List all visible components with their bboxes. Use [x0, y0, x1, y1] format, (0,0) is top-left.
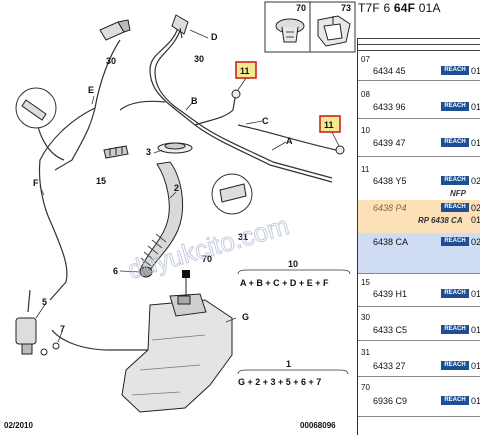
callout-C: C — [262, 116, 269, 126]
formula-group-1: 1 G + 2 + 3 + 5 + 6 + 7 — [237, 359, 349, 387]
clip-73-icon — [317, 15, 351, 47]
formula-1-text: G + 2 + 3 + 5 + 6 + 7 — [238, 377, 321, 387]
callout-B: B — [191, 96, 198, 106]
ref-number: 30 — [361, 313, 370, 322]
catalog-code-suffix: 01A — [415, 1, 441, 15]
callout-5: 5 — [42, 297, 47, 307]
catalog-code: T7F 6 64F 01A — [358, 1, 441, 15]
ref-qty: 01 — [471, 102, 480, 112]
callout-11-a-box: 11 — [235, 61, 257, 91]
clip-70-icon — [275, 18, 305, 43]
reach-badge: REACH — [441, 102, 469, 111]
ref-number: 15 — [361, 278, 370, 287]
callout-30-left: 30 — [106, 56, 116, 66]
ref-code[interactable]: 6439 H1 — [373, 289, 408, 299]
catalog-code-bold: 64F — [393, 1, 416, 15]
formula-10-text: A + B + C + D + E + F — [240, 278, 329, 288]
washer-reservoir — [121, 293, 233, 413]
reach-badge: REACH — [441, 138, 469, 147]
reach-badge: REACH — [441, 176, 469, 185]
callout-3: 3 — [146, 147, 151, 157]
callout-70: 70 — [202, 254, 212, 264]
catalog-code-prefix: T7F 6 — [358, 1, 394, 15]
ref-qty: 01 — [471, 361, 480, 371]
ref-qty: 01 — [471, 325, 480, 335]
callout-31: 31 — [238, 232, 248, 242]
ref-code[interactable]: 6434 45 — [373, 66, 406, 76]
reach-badge: REACH — [441, 66, 469, 75]
reach-badge: REACH — [441, 203, 469, 212]
ref-number: 31 — [361, 348, 370, 357]
nozzle-11-a — [231, 89, 241, 99]
leader-lines — [35, 29, 287, 343]
ref-qty: 02 — [471, 237, 480, 247]
inset-label-73: 73 — [341, 3, 351, 13]
callout-11-a: 11 — [240, 66, 250, 76]
exploded-diagram: 70 73 — [4, 1, 356, 430]
callout-15: 15 — [96, 176, 106, 186]
callout-G: G — [242, 312, 249, 322]
ref-qty: 02 — [471, 203, 480, 213]
callout-2: 2 — [174, 183, 179, 193]
square-marker-70 — [182, 270, 190, 296]
reach-badge: REACH — [441, 289, 469, 298]
callout-30-right: 30 — [194, 54, 204, 64]
ref-replacement-qty: 01 — [471, 215, 480, 225]
ref-row-superseded[interactable]: 6438 P4 REACH 02 RP 6438 CA 01 — [358, 200, 480, 233]
ref-code[interactable]: 6438 CA — [373, 237, 409, 247]
callout-6: 6 — [113, 266, 118, 276]
ref-number: 11 — [361, 165, 370, 174]
callout-D: D — [211, 32, 218, 42]
reach-badge: REACH — [441, 237, 469, 246]
ref-qty: 01 — [471, 138, 480, 148]
reach-badge: REACH — [441, 325, 469, 334]
nozzle-30-left — [99, 19, 131, 41]
ref-number: 10 — [361, 126, 370, 135]
ref-row-selected[interactable]: 6438 CA REACH 02 — [358, 233, 480, 273]
detail-circle-right — [211, 173, 253, 215]
parts-inset: 70 73 — [264, 1, 356, 53]
reach-badge: REACH — [441, 361, 469, 370]
footer-drawing-number: 00068096 — [300, 421, 336, 430]
callout-E: E — [88, 85, 94, 95]
ref-code[interactable]: 6439 47 — [373, 138, 406, 148]
callout-A: A — [286, 136, 293, 146]
ref-code[interactable]: 6433 96 — [373, 102, 406, 112]
connector-15 — [103, 145, 129, 159]
ref-qty: 02 — [471, 176, 480, 186]
clip-7 — [52, 342, 60, 350]
ref-number: 08 — [361, 90, 370, 99]
ref-note-nfp: NFP — [450, 189, 466, 198]
ref-number: 07 — [361, 55, 370, 64]
pump-5 — [15, 317, 48, 356]
ref-qty: 01 — [471, 289, 480, 299]
ref-code[interactable]: 6433 C5 — [373, 325, 408, 335]
callout-F: F — [33, 178, 39, 188]
ref-qty: 01 — [471, 396, 480, 406]
formula-10-number: 10 — [288, 259, 298, 269]
formula-1-number: 1 — [286, 359, 291, 369]
ref-replacement-note: RP 6438 CA — [418, 216, 463, 225]
callout-7: 7 — [60, 324, 65, 334]
ref-number: 70 — [361, 383, 370, 392]
footer-date: 02/2010 — [4, 421, 33, 430]
callout-11-b: 11 — [324, 120, 334, 130]
nozzle-30-right — [171, 14, 189, 39]
formula-group-10: 10 A + B + C + D + E + F — [237, 259, 351, 288]
inset-label-70: 70 — [296, 3, 306, 13]
callout-11-b-box: 11 — [319, 115, 341, 147]
ref-code[interactable]: 6433 27 — [373, 361, 406, 371]
ref-code-superseded[interactable]: 6438 P4 — [373, 203, 407, 213]
ref-code[interactable]: 6936 C9 — [373, 396, 408, 406]
reference-panel: 07 6434 45 REACH 01 08 6433 96 REACH 01 … — [357, 38, 480, 435]
detail-circle-left — [15, 87, 57, 129]
ref-qty: 01 — [471, 66, 480, 76]
reach-badge: REACH — [441, 396, 469, 405]
ref-code[interactable]: 6438 Y5 — [373, 176, 407, 186]
nozzle-11-b — [335, 145, 345, 155]
